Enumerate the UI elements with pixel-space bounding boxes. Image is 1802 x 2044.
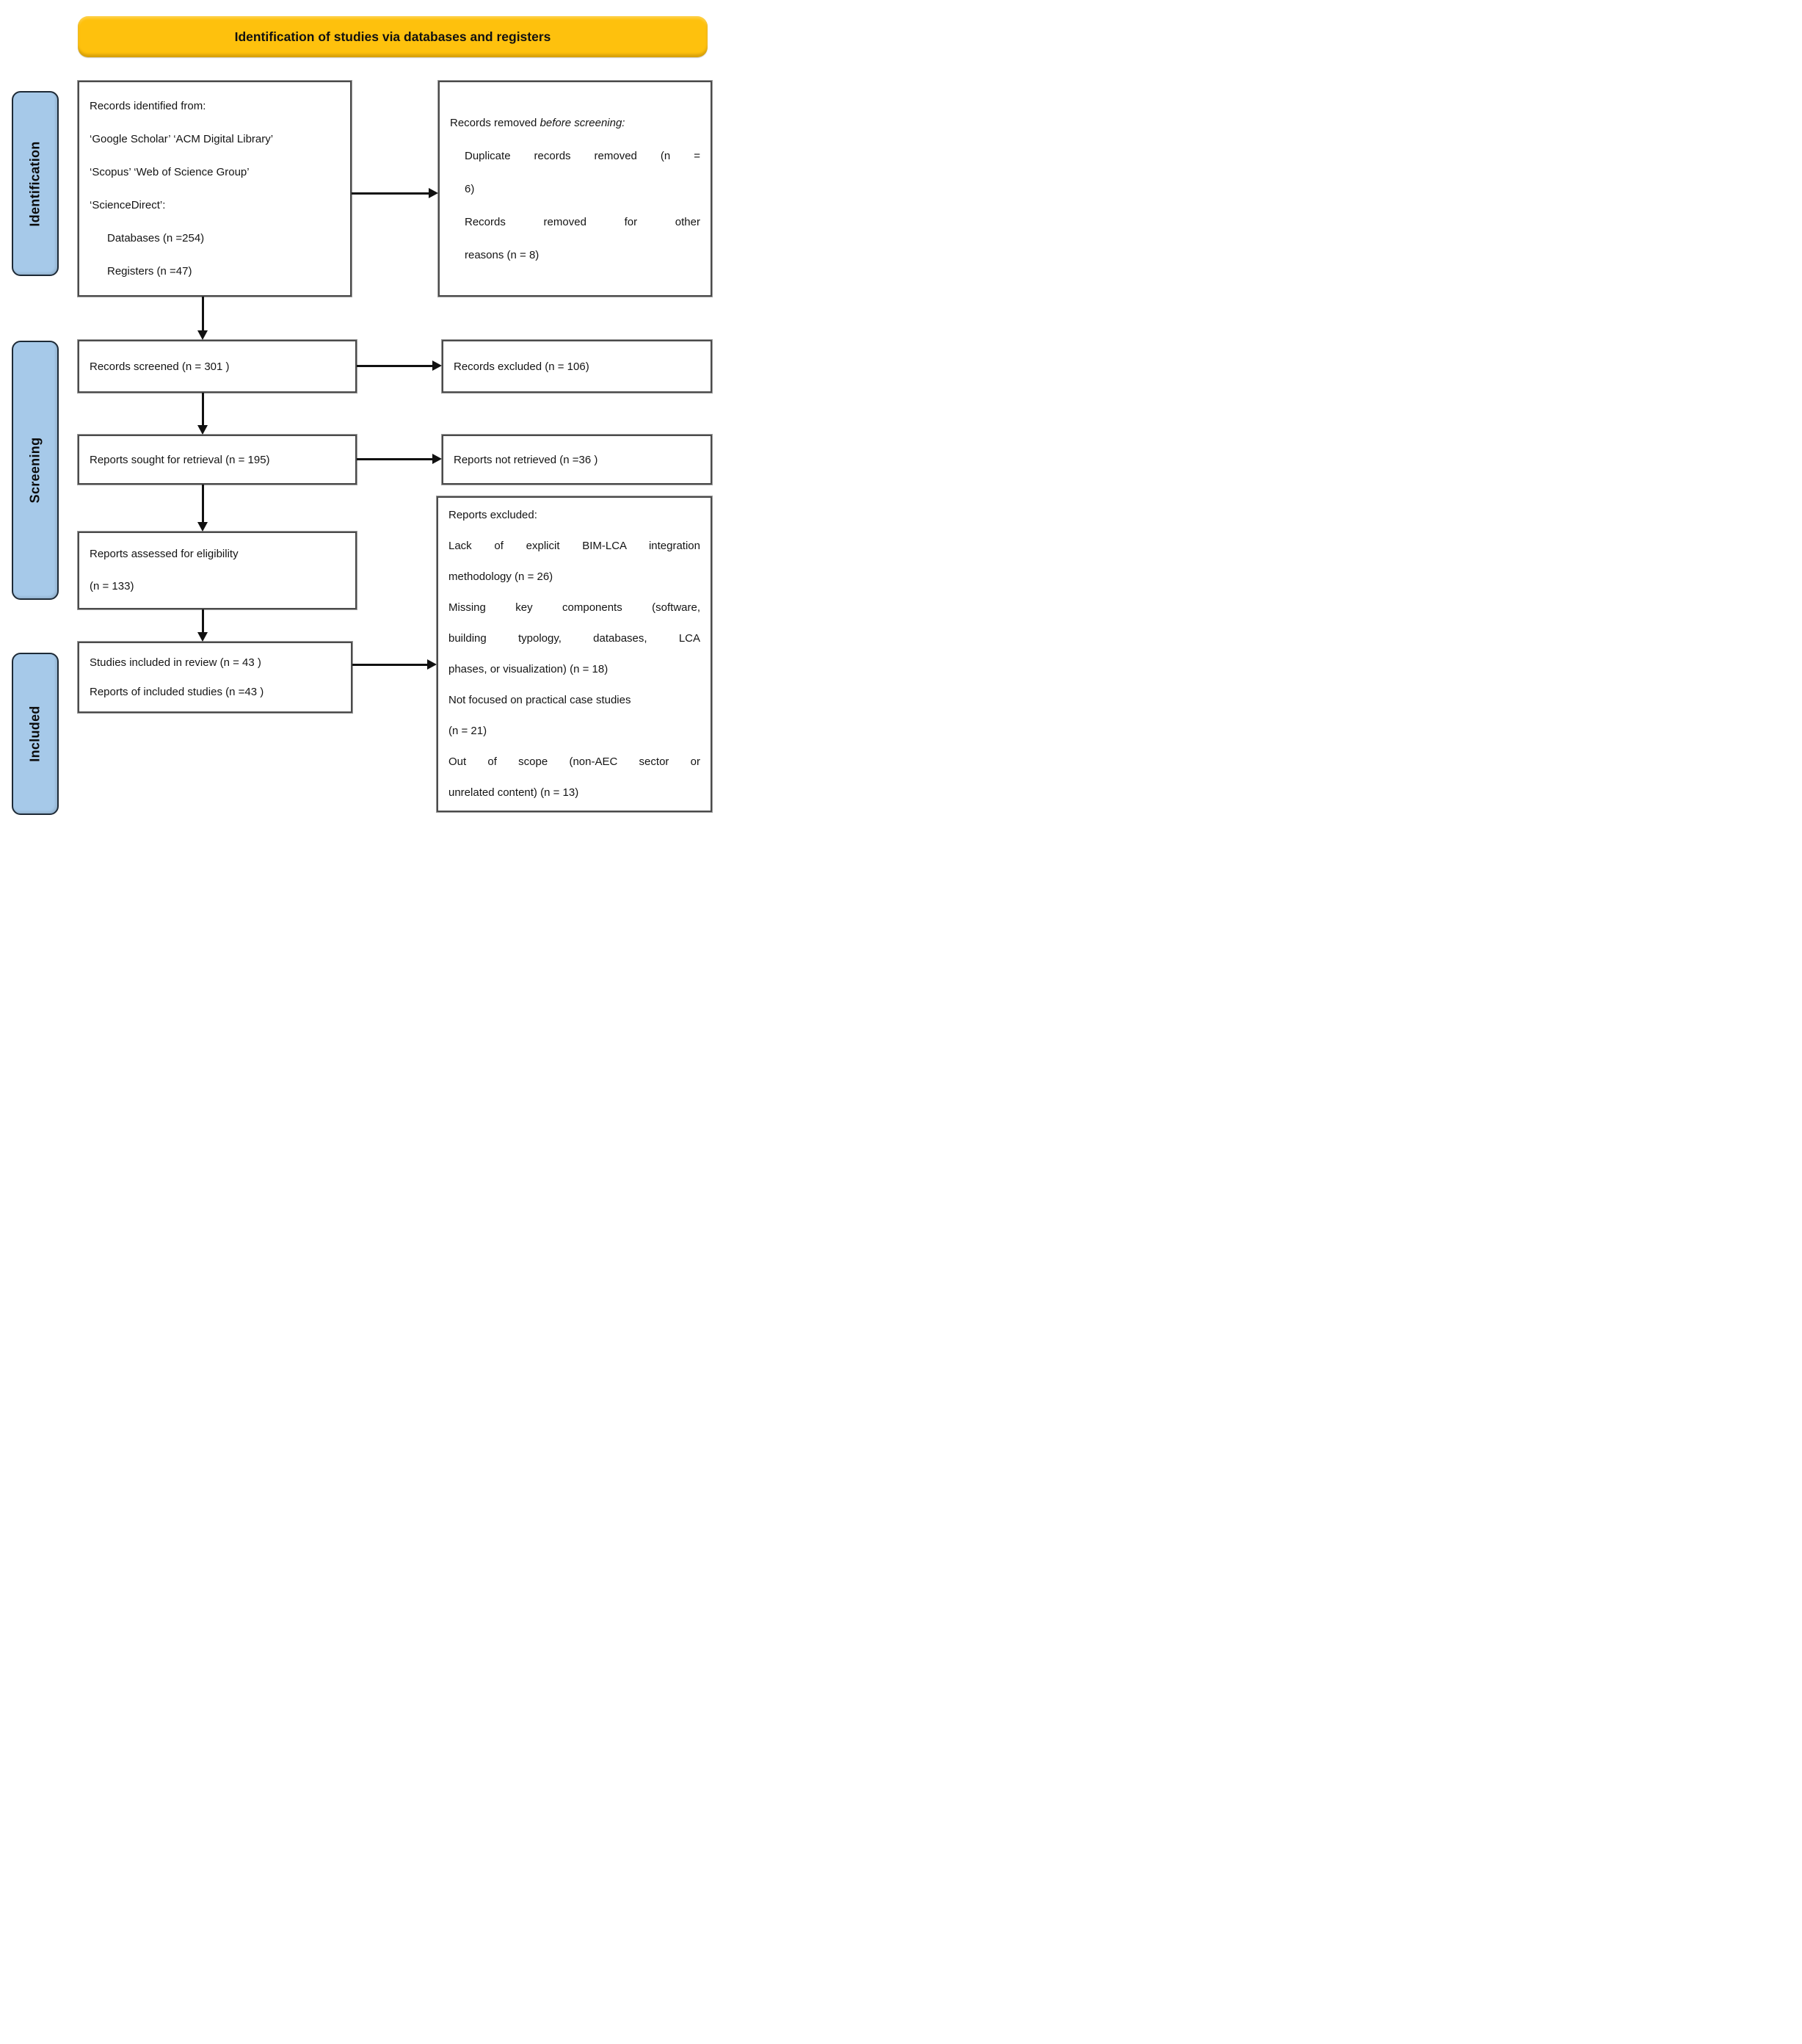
stage-label-included: Included bbox=[12, 653, 59, 815]
reports-sought-box: Reports sought for retrieval (n = 195) bbox=[78, 435, 357, 485]
stage-label-included-text: Included bbox=[27, 706, 43, 762]
records-identified-line: ‘ScienceDirect’: bbox=[90, 199, 166, 211]
records-removed-heading-italic: before screening: bbox=[539, 116, 625, 129]
records-removed-heading: Records removed before screening: bbox=[450, 106, 700, 139]
reports-excluded-line: unrelated content) (n = 13) bbox=[448, 786, 579, 799]
reports-assessed-count: (n = 133) bbox=[90, 580, 134, 592]
records-identified-registers-count: Registers (n =47) bbox=[107, 265, 192, 278]
reports-excluded-line: Lack of explicit BIM-LCA integration bbox=[448, 540, 700, 552]
prisma-flow-diagram: Identification of studies via databases … bbox=[0, 0, 721, 818]
records-removed-heading-regular: Records removed bbox=[450, 116, 540, 129]
records-identified-databases-count: Databases (n =254) bbox=[107, 232, 205, 244]
reports-not-retrieved-box: Reports not retrieved (n =36 ) bbox=[442, 435, 712, 485]
reports-not-retrieved-text: Reports not retrieved (n =36 ) bbox=[454, 453, 598, 466]
reports-excluded-line: Missing key components (software, bbox=[448, 601, 700, 614]
reports-excluded-box: Reports excluded: Lack of explicit BIM-L… bbox=[437, 496, 712, 812]
records-identified-line: ‘Scopus’ ‘Web of Science Group’ bbox=[90, 166, 250, 178]
records-identified-line: Records identified from: bbox=[90, 100, 206, 112]
reports-assessed-box: Reports assessed for eligibility (n = 13… bbox=[78, 532, 357, 609]
records-identified-line: ‘Google Scholar’ ‘ACM Digital Library’ bbox=[90, 133, 274, 145]
records-screened-text: Records screened (n = 301 ) bbox=[90, 360, 230, 373]
studies-included-box: Studies included in review (n = 43 ) Rep… bbox=[78, 642, 352, 713]
stage-label-screening-text: Screening bbox=[27, 437, 43, 504]
reports-excluded-line: phases, or visualization) (n = 18) bbox=[448, 663, 608, 675]
records-removed-box: Records removed before screening: Duplic… bbox=[438, 81, 712, 297]
reports-excluded-line: Out of scope (non-AEC sector or bbox=[448, 755, 700, 768]
stage-label-identification: Identification bbox=[12, 91, 59, 276]
records-removed-line: reasons (n = 8) bbox=[465, 248, 539, 261]
records-excluded-box: Records excluded (n = 106) bbox=[442, 340, 712, 393]
records-removed-line: 6) bbox=[465, 182, 475, 195]
records-removed-line: Records removed for other bbox=[465, 215, 700, 228]
studies-included-line: Reports of included studies (n =43 ) bbox=[90, 685, 264, 698]
banner: Identification of studies via databases … bbox=[78, 16, 708, 57]
reports-excluded-line: (n = 21) bbox=[448, 725, 487, 737]
stage-label-identification-text: Identification bbox=[27, 140, 43, 227]
records-removed-line: Duplicate records removed (n = bbox=[465, 149, 700, 162]
reports-excluded-line: Not focused on practical case studies bbox=[448, 694, 631, 706]
records-excluded-text: Records excluded (n = 106) bbox=[454, 360, 589, 373]
studies-included-line: Studies included in review (n = 43 ) bbox=[90, 656, 261, 669]
reports-sought-text: Reports sought for retrieval (n = 195) bbox=[90, 453, 270, 466]
reports-excluded-line: methodology (n = 26) bbox=[448, 570, 553, 583]
reports-excluded-heading: Reports excluded: bbox=[448, 509, 537, 521]
records-screened-box: Records screened (n = 301 ) bbox=[78, 340, 357, 393]
banner-title: Identification of studies via databases … bbox=[234, 29, 551, 44]
records-identified-box: Records identified from: ‘Google Scholar… bbox=[78, 81, 352, 297]
stage-label-screening: Screening bbox=[12, 341, 59, 600]
reports-assessed-line: Reports assessed for eligibility bbox=[90, 548, 239, 560]
reports-excluded-line: building typology, databases, LCA bbox=[448, 632, 700, 645]
